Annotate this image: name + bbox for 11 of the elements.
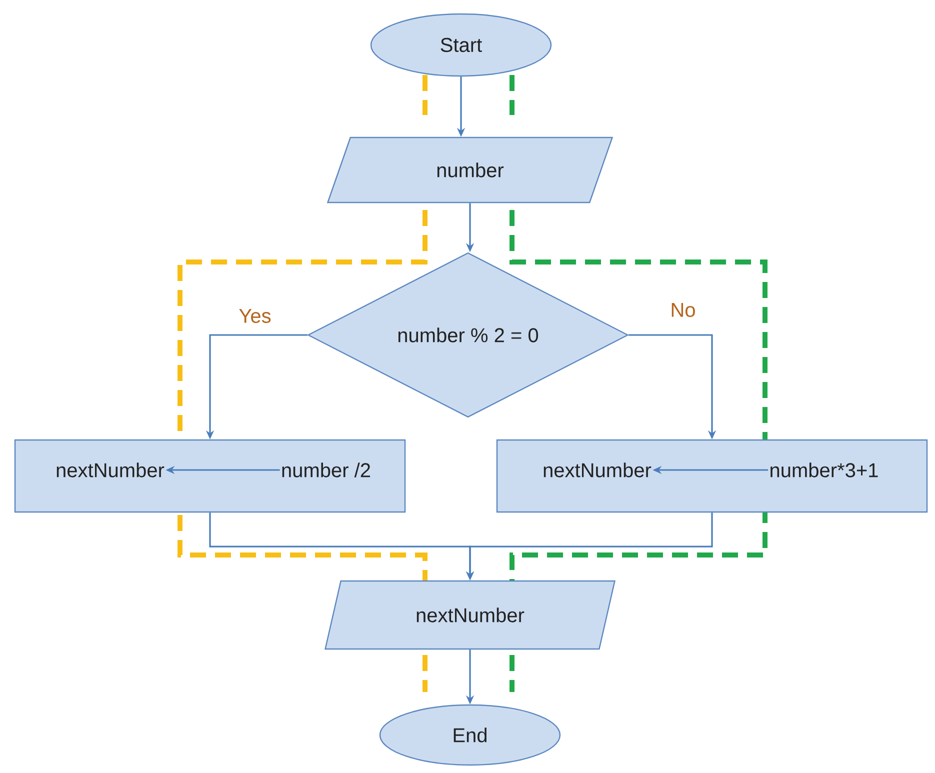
variable-text: nextNumber [544, 462, 652, 478]
end-terminal: End [379, 704, 561, 766]
start-terminal: Start [370, 13, 552, 77]
process-box [14, 439, 406, 513]
output-parallelogram: nextNumber [324, 580, 616, 650]
expression-text: number*3+1 [770, 462, 878, 478]
process-box [496, 439, 928, 513]
edge-label: Yes [238, 308, 272, 324]
expression-text: number /2 [282, 462, 370, 478]
edge-label: No [669, 302, 697, 318]
variable-text: nextNumber [56, 462, 164, 478]
